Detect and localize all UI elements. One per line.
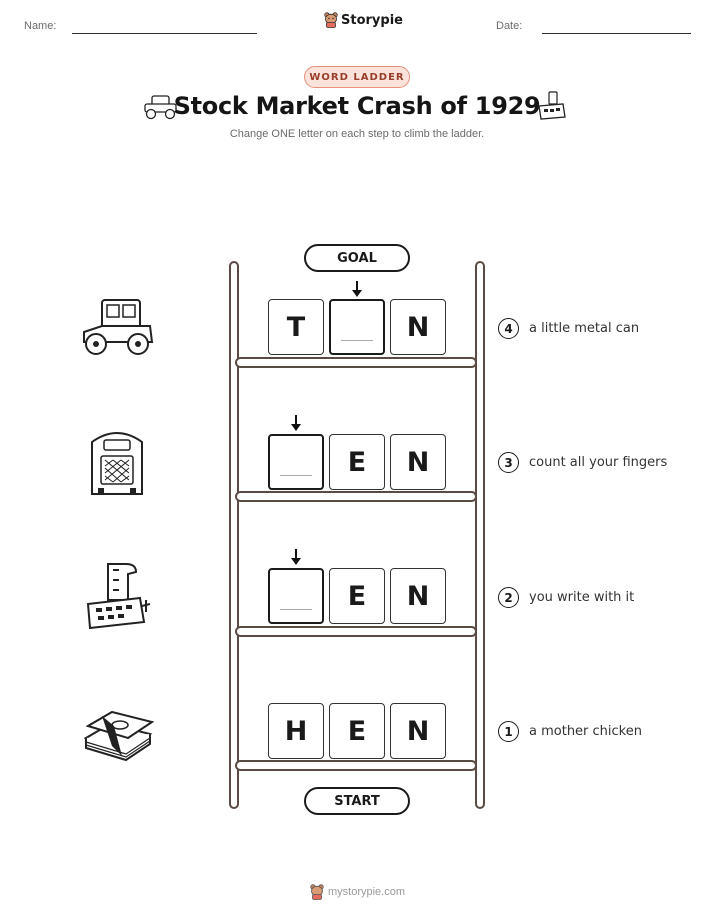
clue-text: a little metal can [529,321,640,336]
date-field-line[interactable] [542,33,691,34]
change-arrow-icon [291,549,301,565]
step-number: 2 [498,587,519,608]
clue-row: 4 a little metal can [498,318,639,339]
instructions: Change ONE letter on each step to climb … [229,128,485,140]
letter-tile: E [329,568,385,624]
letter-blank-input[interactable] [329,299,385,355]
letter-tile: N [390,703,446,759]
bear-mascot-icon [324,12,338,28]
ladder-rung [235,760,477,771]
ladder-left-rail [229,261,239,809]
letter-blank-input[interactable] [268,568,324,624]
footer-url[interactable]: mystorypie.com [328,886,406,898]
radio-icon [91,432,143,495]
change-arrow-icon [352,281,362,297]
name-label: Name: [24,20,57,32]
name-field-line[interactable] [72,33,257,34]
step-number: 1 [498,721,519,742]
clue-text: count all your fingers [529,455,668,470]
letter-tile: E [329,434,385,490]
letter-tile: N [390,568,446,624]
ladder-rung [235,491,477,502]
letter-blank-input[interactable] [268,434,324,490]
ladder-rung [235,626,477,637]
car-icon [144,95,177,120]
letter-tile: N [390,434,446,490]
letter-tile: T [268,299,324,355]
worksheet-type-badge: WORD LADDER [304,66,410,88]
ladder-right-rail [475,261,485,809]
brand-name: Storypie [341,12,403,28]
step-number: 4 [498,318,519,339]
car-icon [83,299,154,355]
start-label: START [304,787,410,815]
brand-logo: Storypie [324,12,403,28]
goal-label: GOAL [304,244,410,272]
bear-mascot-icon [310,884,324,900]
clue-row: 2 you write with it [498,587,634,608]
step-number: 3 [498,452,519,473]
adding-machine-icon [86,563,151,630]
money-stack-icon [83,710,154,762]
clue-row: 1 a mother chicken [498,721,642,742]
letter-tile: H [268,703,324,759]
change-arrow-icon [291,415,301,431]
date-label: Date: [496,20,523,32]
letter-tile: E [329,703,385,759]
clue-text: you write with it [529,590,635,605]
worksheet-title: Stock Market Crash of 1929 [173,92,541,120]
adding-machine-icon [538,91,566,120]
clue-row: 3 count all your fingers [498,452,667,473]
ladder-rung [235,357,477,368]
footer: mystorypie.com [310,884,405,900]
letter-tile: N [390,299,446,355]
clue-text: a mother chicken [529,724,642,739]
